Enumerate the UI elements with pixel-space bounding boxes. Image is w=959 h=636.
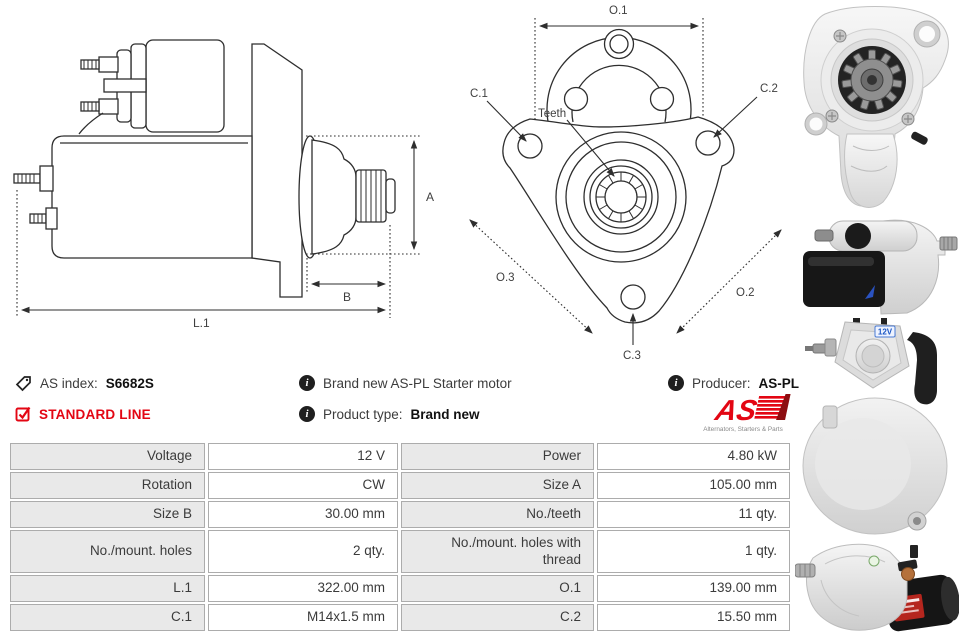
dim-b-label: B	[343, 290, 351, 304]
standard-line-row: STANDARD LINE	[15, 406, 151, 422]
as-index-label: AS index:	[40, 376, 98, 391]
flange-outline	[502, 116, 735, 324]
tag-icon	[15, 375, 32, 392]
label-c3: C.3	[623, 312, 641, 362]
top-bracket-outline	[546, 28, 692, 131]
spec-value: 2 qty.	[208, 530, 398, 573]
product-type-row: i Product type: Brand new	[299, 406, 480, 422]
product-type-value: Brand new	[410, 406, 480, 422]
spec-label: C.1	[10, 604, 205, 631]
spec-value: 15.50 mm	[597, 604, 790, 631]
producer-row: i Producer: AS-PL	[668, 375, 799, 391]
dim-o1-label: O.1	[609, 5, 628, 17]
spec-value: CW	[208, 472, 398, 499]
standard-line-label: STANDARD LINE	[39, 406, 151, 422]
product-photo-front[interactable]	[795, 6, 959, 212]
product-type-label: Product type:	[323, 406, 403, 422]
spec-value: 322.00 mm	[208, 575, 398, 602]
spec-label: Size B	[10, 501, 205, 528]
dimension-o2: O.2	[676, 229, 782, 334]
hole-c3	[620, 284, 646, 310]
dimension-a: A	[306, 135, 434, 255]
logo-tagline: Alternators, Starters & Parts	[703, 426, 783, 433]
product-photo-angled[interactable]	[795, 540, 959, 636]
spec-label: O.1	[401, 575, 594, 602]
voltage-badge: 12V	[874, 325, 896, 338]
hole-c1	[517, 133, 543, 159]
dimension-o3: O.3	[469, 219, 593, 334]
spec-label: Voltage	[10, 443, 205, 470]
as-index-row: AS index: S6682S	[15, 375, 154, 392]
spec-label: Size A	[401, 472, 594, 499]
bracket-outline	[251, 43, 303, 298]
spec-table: Voltage 12 V Power 4.80 kW Rotation CW S…	[10, 443, 790, 631]
dim-l1-label: L.1	[193, 316, 210, 330]
flange-screws	[825, 29, 915, 126]
label-c2: C.2	[713, 83, 778, 138]
info-icon: i	[299, 375, 315, 391]
as-index-value: S6682S	[105, 376, 154, 391]
drive-gear	[355, 169, 396, 223]
svg-text:O.2: O.2	[736, 287, 755, 299]
svg-text:Teeth: Teeth	[538, 108, 566, 120]
spec-label: C.2	[401, 604, 594, 631]
product-photo-side[interactable]	[795, 215, 959, 316]
pinion-gear	[841, 49, 903, 110]
spec-value: 30.00 mm	[208, 501, 398, 528]
svg-text:12V: 12V	[878, 328, 893, 337]
spec-value: 12 V	[208, 443, 398, 470]
side-view-diagram: A B L.1	[13, 39, 434, 330]
spec-value: 1 qty.	[597, 530, 790, 573]
hole-c2	[695, 130, 721, 156]
svg-text:C.1: C.1	[470, 88, 488, 100]
info-icon: i	[668, 375, 684, 391]
front-view-diagram: O.1	[469, 5, 782, 362]
svg-text:O.3: O.3	[496, 272, 515, 284]
spec-value: 105.00 mm	[597, 472, 790, 499]
checkbox-checked-icon	[15, 406, 31, 422]
logo-as-text: AS	[712, 394, 761, 427]
description-text: Brand new AS-PL Starter motor	[323, 375, 512, 391]
spec-label: Power	[401, 443, 594, 470]
dimension-l1: L.1	[16, 190, 387, 330]
dimension-b: B	[306, 225, 391, 318]
center-gear	[555, 131, 687, 263]
as-pl-logo: AS Alternators, Starters & Parts	[694, 392, 792, 439]
spec-label: No./mount. holes with thread	[401, 530, 594, 573]
product-photo-rear[interactable]: 12V	[795, 318, 959, 538]
info-icon: i	[299, 406, 315, 422]
left-terminal-studs	[13, 165, 58, 230]
label-teeth: Teeth	[538, 108, 615, 177]
dim-a-label: A	[426, 190, 434, 204]
producer-label: Producer:	[692, 375, 751, 391]
spec-label: No./mount. holes	[10, 530, 205, 573]
solenoid-outline	[78, 39, 225, 135]
dimension-o1: O.1	[534, 5, 704, 140]
spec-value: 139.00 mm	[597, 575, 790, 602]
spec-value: 11 qty.	[597, 501, 790, 528]
label-c1: C.1	[470, 88, 527, 142]
spec-value: 4.80 kW	[597, 443, 790, 470]
spec-label: L.1	[10, 575, 205, 602]
svg-text:C.3: C.3	[623, 350, 641, 362]
motor-body-outline	[51, 135, 253, 259]
svg-text:C.2: C.2	[760, 83, 778, 95]
producer-value: AS-PL	[758, 375, 800, 391]
spec-label: No./teeth	[401, 501, 594, 528]
description-row: i Brand new AS-PL Starter motor	[299, 375, 512, 391]
bell-housing	[311, 139, 357, 255]
spec-value: M14x1.5 mm	[208, 604, 398, 631]
spec-label: Rotation	[10, 472, 205, 499]
